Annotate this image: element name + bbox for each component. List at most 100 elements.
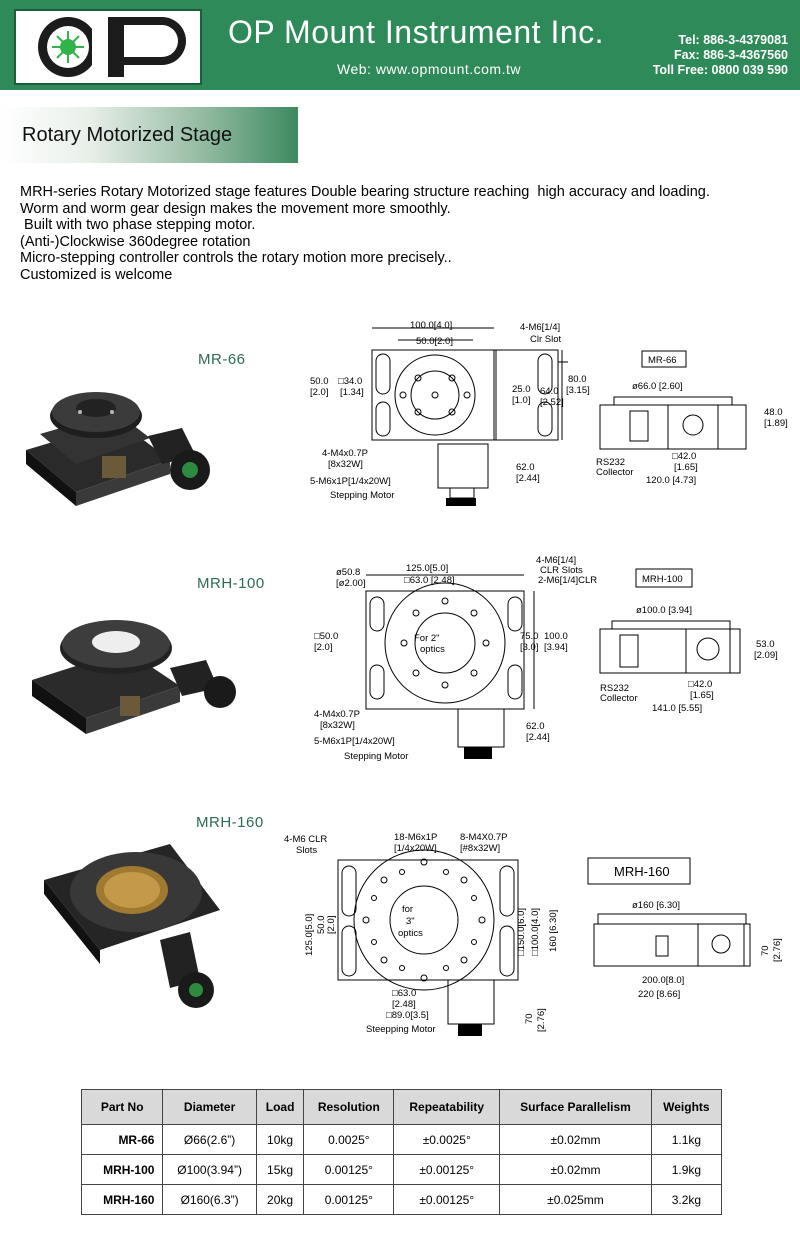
dim-label: 70	[524, 1013, 535, 1024]
dim-label: [3.0]	[520, 642, 539, 653]
table-cell: ±0.02mm	[499, 1124, 652, 1155]
mrh100-photo	[32, 620, 236, 734]
mr66-side-drawing: MR-66 ø66.0 [2.60] 48.0 [1.89] RS232 Col…	[596, 350, 788, 486]
dim-label: 220 [8.66]	[638, 989, 680, 1000]
mrh160-side-drawing: MRH-160 ø160 [6.30] 70 [2.76] 200.0[8.0]…	[587, 857, 783, 1000]
company-name: OP Mount Instrument Inc.	[228, 14, 605, 50]
dim-label: 50.0	[316, 916, 327, 935]
dim-label: 4-M6[1/4]	[536, 555, 576, 566]
dim-label: 62.0	[516, 462, 535, 473]
dim-label: 120.0 [4.73]	[646, 475, 696, 486]
dim-label: [3.15]	[566, 385, 590, 396]
table-row: MRH-100 Ø100(3.94”) 15kg 0.00125° ±0.001…	[80, 1154, 723, 1185]
dim-label: [#8x32W]	[460, 843, 500, 854]
company-logo	[14, 9, 202, 85]
table-cell: Ø66(2.6”)	[162, 1124, 257, 1155]
dim-label: 125.0[5.0]	[304, 914, 315, 956]
dim-label: □89.0[3.5]	[386, 1010, 429, 1021]
dim-label: Clr Slot	[530, 334, 562, 345]
website-link[interactable]: Web: www.opmount.com.tw	[337, 61, 521, 77]
section-title-banner: Rotary Motorized Stage	[0, 107, 298, 163]
table-cell: 10kg	[255, 1124, 305, 1155]
dim-label: ø160 [6.30]	[632, 900, 680, 911]
dim-label: □100.0[4.0]	[530, 908, 541, 956]
column-header: Weights	[650, 1089, 723, 1125]
mrh100-side-drawing: MRH-100 ø100.0 [3.94] 53.0 [2.09] RS232 …	[599, 568, 778, 714]
dim-label: ø50.8	[336, 567, 360, 578]
table-cell: MR-66	[80, 1124, 164, 1155]
dim-label: MRH-160	[614, 864, 670, 879]
table-cell: 0.0025°	[303, 1124, 395, 1155]
dim-label: 141.0 [5.55]	[652, 703, 702, 714]
dim-label: 5-M6x1P[1/4x20W]	[310, 476, 391, 487]
dim-label: [ø2.00]	[336, 578, 366, 589]
dim-label: 200.0[8.0]	[642, 975, 684, 986]
dim-label: ø66.0 [2.60]	[632, 381, 683, 392]
table-cell: ±0.00125°	[393, 1184, 501, 1215]
dim-label: □34.0	[338, 376, 362, 387]
dim-label: 125.0[5.0]	[406, 563, 448, 574]
table-cell: 20kg	[255, 1184, 305, 1215]
product-label-mrh100: MRH-100	[197, 575, 265, 592]
optics-label: optics	[398, 928, 423, 939]
table-cell: 3.2kg	[650, 1184, 723, 1215]
intro-line: (Anti-)Clockwise 360degree rotation	[20, 233, 251, 250]
table-cell: Ø160(6.3”)	[162, 1184, 257, 1215]
dim-label: 4-M4x0.7P	[314, 709, 360, 720]
optics-label: optics	[420, 644, 445, 655]
dim-label: 4-M4x0.7P	[322, 448, 368, 459]
column-header: Resolution	[303, 1089, 395, 1125]
dim-label: 75.0	[520, 631, 539, 642]
dim-label: □63.0 [2.48]	[404, 575, 455, 586]
dim-label: [2.0]	[314, 642, 333, 653]
dim-label: 70	[760, 945, 771, 956]
table-cell: 0.00125°	[303, 1154, 395, 1185]
dim-label: Slots	[296, 845, 317, 856]
dim-label: 5-M6x1P[1/4x20W]	[314, 736, 395, 747]
dim-label: □150.0[6.0]	[516, 908, 527, 956]
dim-label: CLR Slots	[540, 565, 583, 576]
intro-text: MRH-series Rotary Motorized stage featur…	[20, 184, 710, 283]
dim-label: [2.0]	[310, 387, 329, 398]
toll-free-number: Toll Free: 0800 039 590	[652, 63, 788, 77]
dim-label: 50.0	[310, 376, 329, 387]
dim-label: 4-M6[1/4]	[520, 322, 560, 333]
section-title: Rotary Motorized Stage	[22, 124, 233, 146]
table-cell: 1.9kg	[650, 1154, 723, 1185]
optics-label: for	[402, 904, 413, 915]
op-logo-icon	[16, 11, 200, 83]
optics-label: For 2"	[414, 633, 440, 644]
dim-label: Collector	[600, 693, 638, 704]
mrh160-photo	[44, 844, 220, 1008]
dim-label: [2.76]	[772, 938, 783, 962]
table-cell: ±0.025mm	[499, 1184, 652, 1215]
dim-label: RS232	[596, 457, 625, 468]
optics-label: 3"	[406, 916, 415, 927]
intro-line: MRH-series Rotary Motorized stage featur…	[20, 184, 710, 200]
column-header: Load	[255, 1089, 305, 1125]
dim-label: [2.76]	[536, 1008, 547, 1032]
dim-label: 50.0[2.0]	[416, 336, 453, 347]
dim-label: 62.0	[526, 721, 545, 732]
mr66-photo	[26, 392, 210, 506]
dim-label: 25.0	[512, 384, 531, 395]
dim-label: □42.0	[672, 451, 696, 462]
dim-label: Collector	[596, 467, 634, 478]
dim-label: 4-M6 CLR	[284, 834, 327, 845]
intro-line: Customized is welcome	[20, 266, 173, 283]
dim-label: □63.0	[392, 988, 416, 999]
dim-label: □50.0	[314, 631, 338, 642]
dim-label: [8x32W]	[328, 459, 363, 470]
product-label-mrh160: MRH-160	[196, 814, 264, 831]
table-cell: 1.1kg	[650, 1124, 723, 1155]
dim-label: [1.65]	[690, 690, 714, 701]
dim-label: [2.09]	[754, 650, 778, 661]
dim-label: [2.0]	[326, 916, 337, 935]
dim-label: 160 [6.30]	[548, 910, 559, 952]
dim-label: MR-66	[648, 355, 677, 366]
intro-line: Worm and worm gear design makes the move…	[20, 200, 451, 217]
dim-label: 80.0	[568, 374, 587, 385]
dim-label: [1.89]	[764, 418, 788, 429]
dim-label: Steepping Motor	[366, 1024, 436, 1035]
contact-info: Tel: 886-3-4379081 Fax: 886-3-4367560 To…	[653, 33, 788, 78]
